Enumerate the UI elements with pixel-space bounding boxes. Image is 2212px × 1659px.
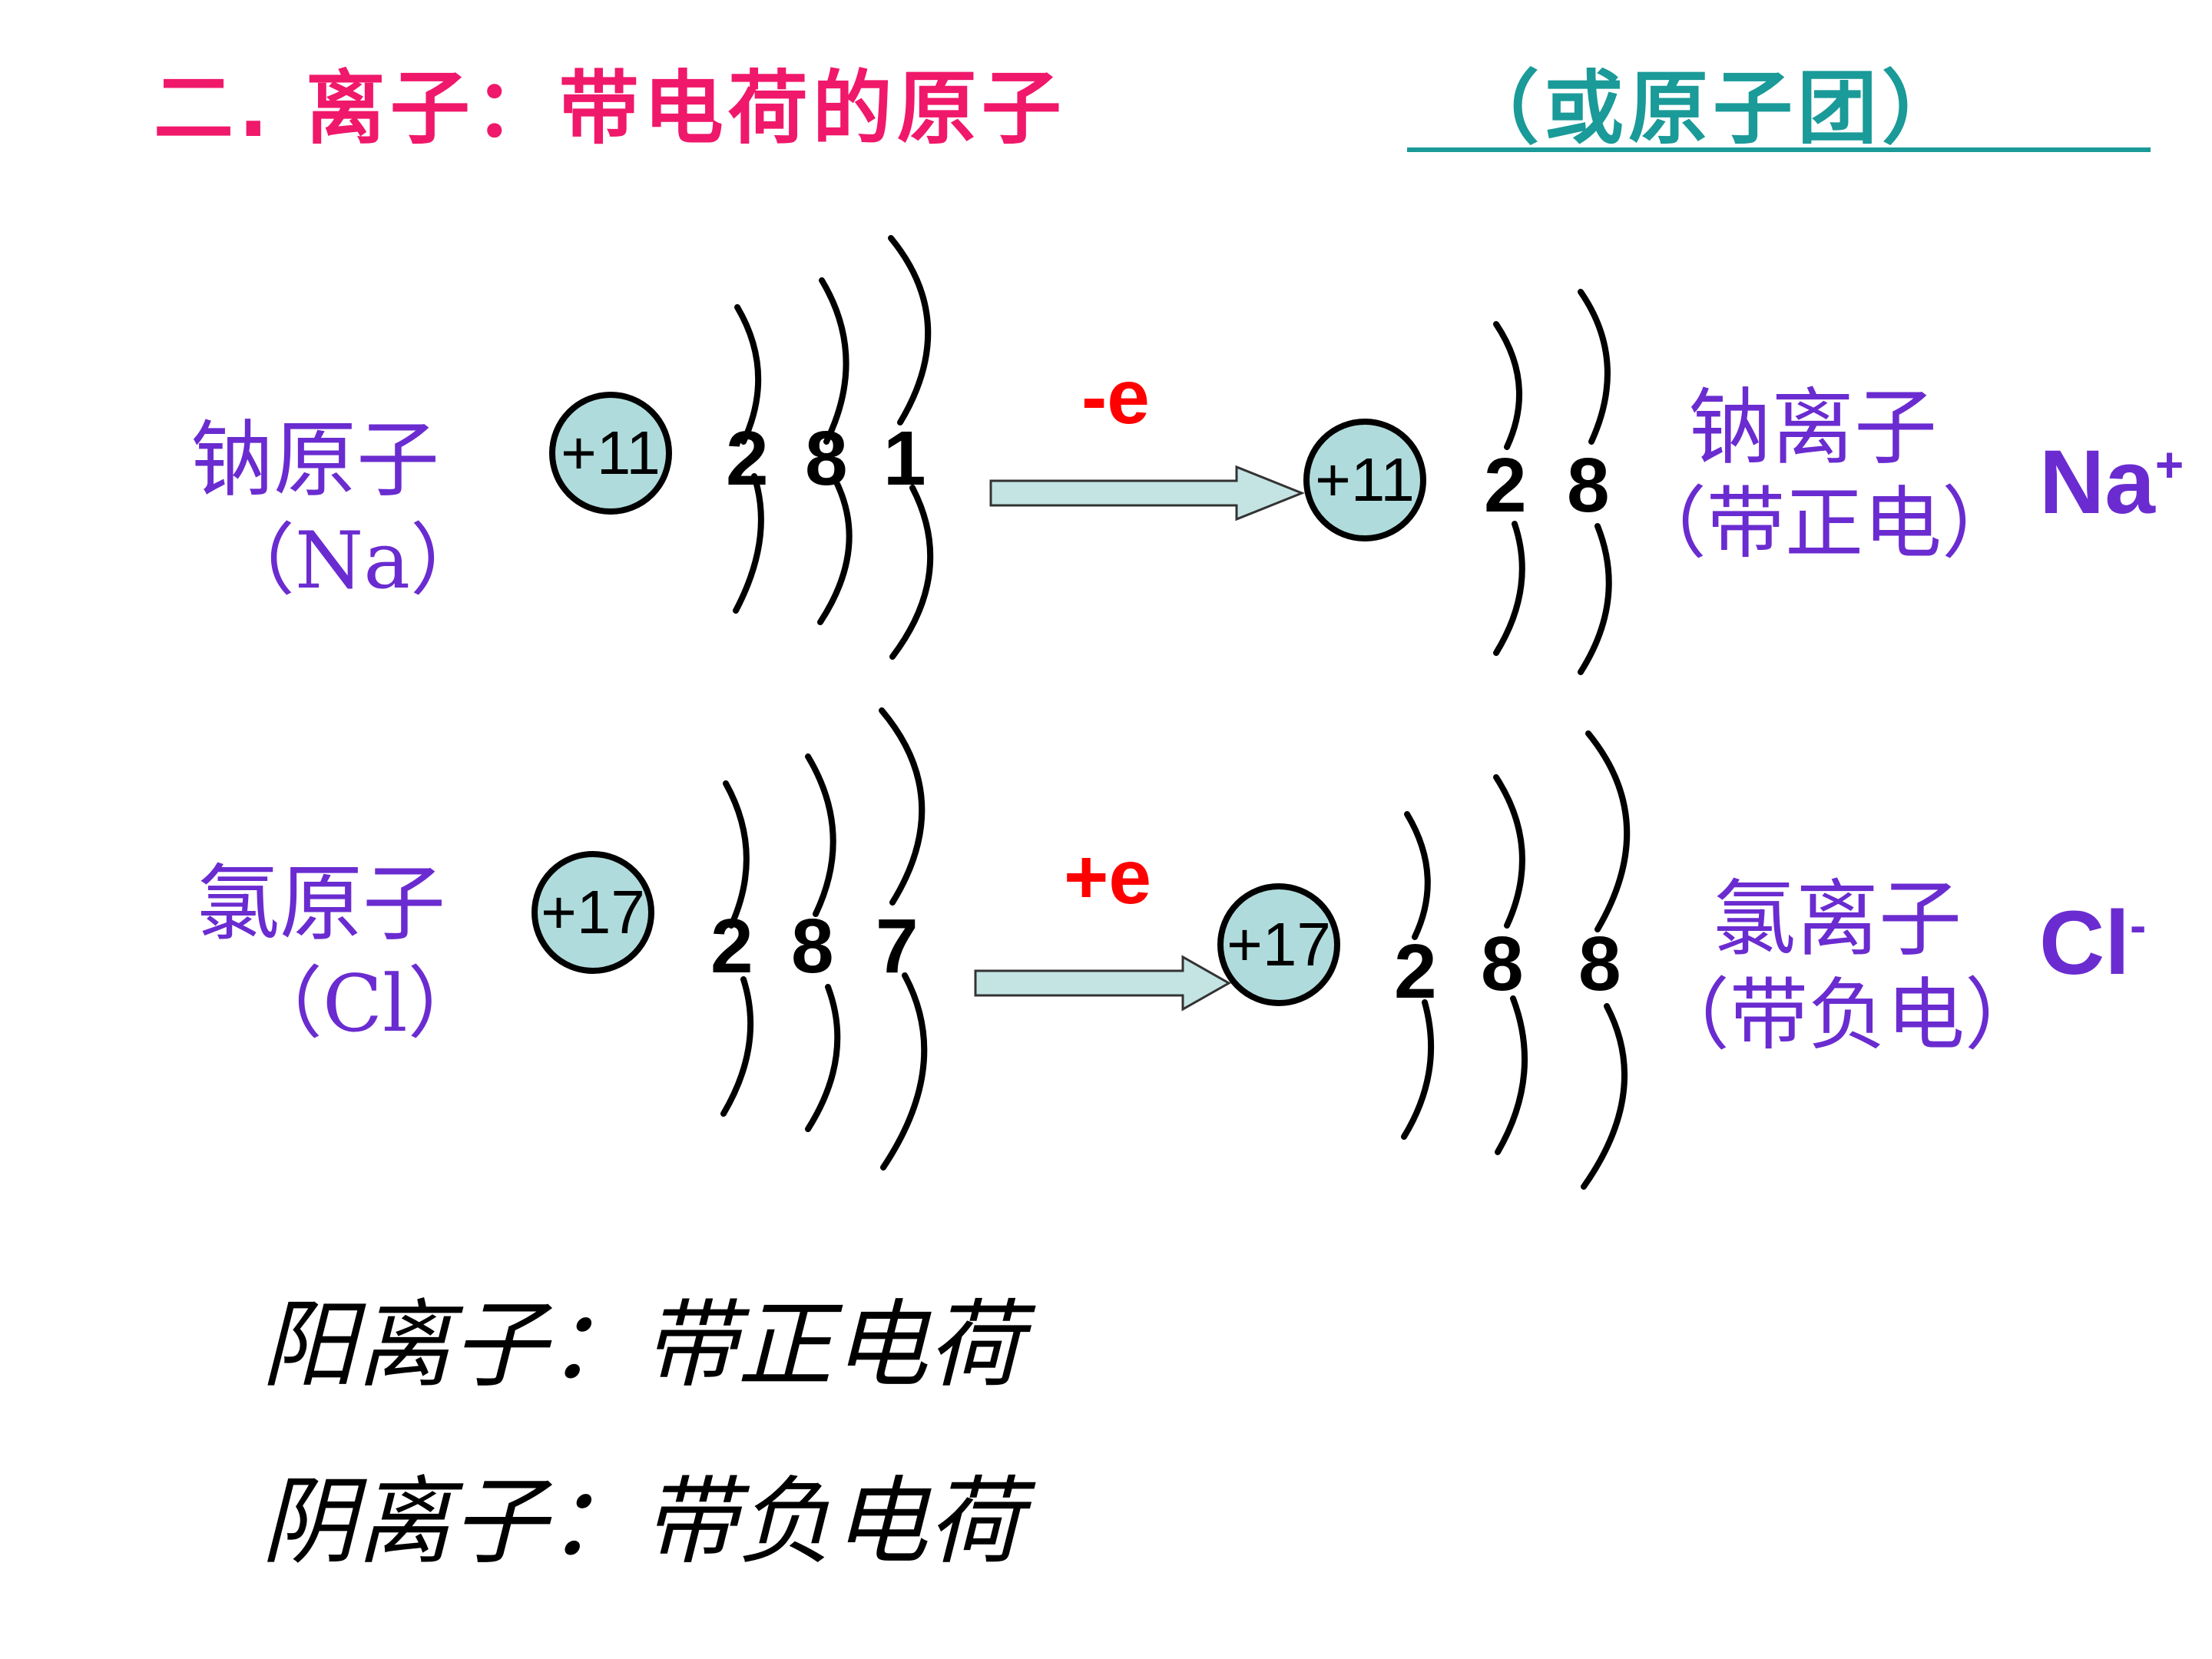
cl-ion-shell-1-upper: [1404, 811, 1431, 940]
chlorine-ion-charge-note: （带负电）: [1651, 970, 2043, 1061]
sodium-atom-nucleus: +11: [549, 392, 672, 515]
sodium-ion-formula: Na+: [2039, 430, 2184, 535]
chlorine-ion-shell-count-2: 8: [1481, 921, 1524, 1007]
chlorine-ion-sign: -: [2130, 898, 2147, 953]
cl-ion-shell-3-upper: [1585, 730, 1631, 932]
sodium-atom-label: 钠原子: [190, 412, 440, 508]
cl-atom-shell-2-lower: [805, 984, 841, 1132]
page-subtitle: （或原子团）: [1459, 61, 1967, 155]
cl-atom-shell-3-upper: [879, 707, 926, 906]
sodium-ion-shell-count-1: 2: [1484, 442, 1527, 528]
na-atom-shell-2-upper: [819, 277, 849, 445]
cl-ion-shell-3-lower: [1581, 1003, 1628, 1190]
chlorine-ion-shell-count-1: 2: [1394, 929, 1437, 1015]
na-atom-shell-1-lower: [733, 473, 764, 614]
cl-atom-shell-1-upper: [723, 780, 750, 929]
na-atom-shell-3-upper: [888, 235, 932, 426]
sodium-ion-shell-count-2: 8: [1567, 442, 1610, 528]
chlorine-ion-symbol: Cl: [2039, 892, 2130, 994]
na-ion-shell-1-upper: [1493, 321, 1523, 450]
cl-ion-shell-2-lower: [1495, 995, 1528, 1155]
anion-definition: 阴离子：带负电荷: [261, 1467, 1024, 1578]
na-atom-shell-3-lower: [889, 485, 934, 660]
cl-atom-shell-2-upper: [805, 753, 836, 917]
chlorine-atom-label: 氯原子: [197, 856, 446, 952]
chlorine-atom-shell-count-1: 2: [710, 903, 753, 989]
chlorine-ion-formula: Cl-: [2039, 891, 2146, 995]
sodium-atom-shell-count-3: 1: [883, 416, 926, 502]
chlorine-reaction-arrow: [974, 955, 1232, 1012]
sodium-electron-loss: -e: [1081, 354, 1150, 440]
chlorine-ion-label: 氯离子: [1713, 872, 1962, 968]
page-title: 二. 离子：带电荷的原子: [154, 61, 1066, 155]
sodium-reaction-arrow: [989, 465, 1306, 522]
cl-ion-shell-2-upper: [1493, 774, 1525, 929]
na-ion-shell-2-lower: [1578, 523, 1612, 675]
na-atom-shell-2-lower: [817, 481, 853, 625]
sodium-atom-symbol: （Na）: [217, 515, 489, 607]
sodium-atom-shell-count-1: 2: [726, 416, 769, 502]
chlorine-atom-shell-count-2: 8: [791, 903, 834, 989]
sodium-ion-sign: +: [2154, 437, 2184, 492]
sodium-ion-nucleus: +11: [1303, 419, 1426, 541]
cl-atom-shell-3-lower: [880, 972, 928, 1171]
na-atom-shell-1-upper: [734, 304, 762, 445]
cl-atom-shell-1-lower: [720, 976, 754, 1117]
chlorine-ion-nucleus: +17: [1217, 883, 1340, 1006]
chlorine-ion-shell-count-3: 8: [1578, 921, 1621, 1007]
sodium-ion-symbol: Na: [2039, 432, 2155, 533]
chlorine-atom-symbol: （Cl）: [244, 959, 486, 1050]
cation-definition: 阳离子：带正电荷: [261, 1290, 1024, 1401]
sodium-ion-charge-note: （带正电）: [1628, 478, 2020, 570]
na-ion-shell-2-upper: [1578, 289, 1611, 445]
sodium-ion-label: 钠离子: [1688, 380, 1938, 476]
chlorine-electron-gain: +e: [1064, 834, 1152, 920]
subtitle-underline: [1407, 147, 2151, 152]
cl-ion-shell-1-lower: [1401, 999, 1435, 1140]
chlorine-atom-shell-count-3: 7: [876, 903, 919, 989]
chlorine-atom-nucleus: +17: [531, 851, 654, 974]
sodium-atom-shell-count-2: 8: [805, 416, 848, 502]
na-ion-shell-1-lower: [1493, 521, 1525, 656]
